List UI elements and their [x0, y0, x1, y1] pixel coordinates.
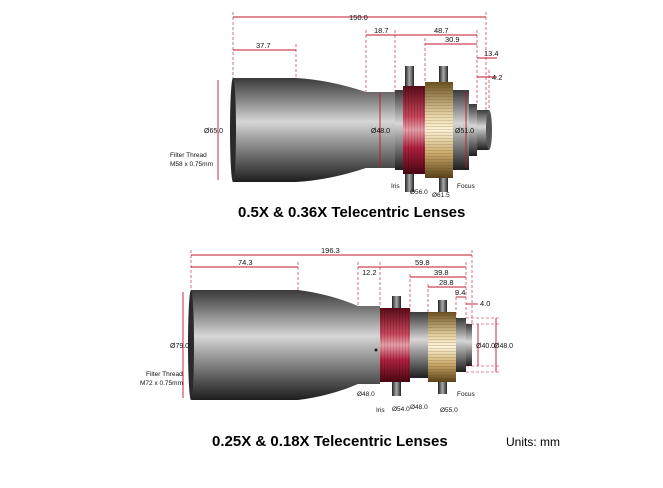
lens1-rear-thread: [477, 110, 489, 150]
lens2-rear-mount: [466, 324, 472, 366]
lens1-focus-label: Focus: [457, 183, 475, 190]
lens2-focus-knob-top: [438, 300, 447, 312]
lens2-dia-body: Ø48.0: [357, 391, 375, 398]
lens2-front-rim: [188, 290, 194, 400]
units-label: Units: mm: [506, 435, 560, 449]
lens2-dim-4-0: 4.0: [480, 299, 490, 308]
lens1-dim-4-2: 4.2: [492, 73, 502, 82]
lens2-dim-9-4: 9.4: [455, 288, 465, 297]
lens2-dimensions: [182, 250, 500, 398]
lens1-dim-13-4: 13.4: [484, 49, 499, 58]
lens1-dia-iris: Ø56.0: [410, 189, 428, 196]
lens1-front-rim: [230, 78, 236, 182]
lens2-front-barrel: [191, 290, 380, 400]
lens1-iris-knob-bottom: [405, 174, 414, 192]
lens1-dim-overall: 150.0: [349, 13, 368, 22]
lens1-focus-knob-bottom: [439, 178, 448, 192]
lens1-iris-knob-top: [405, 66, 414, 86]
lens1-filter-thread-spec: M58 x 0.75mm: [170, 161, 213, 168]
lens1-dim-texts: 150.0 37.7 18.7 48.7 30.9 13.4 4.2 Ø65.0…: [170, 13, 502, 199]
lens2-rear-body: [456, 318, 466, 372]
lens2-dia-mid: Ø48.0: [410, 404, 428, 411]
lens1-dia-focus: Ø61.5: [432, 192, 450, 199]
lens1-dia-rear: Ø51.0: [455, 128, 474, 135]
lens1-focus-knob-top: [439, 66, 448, 82]
lens2-title: 0.25X & 0.18X Telecentric Lenses: [212, 433, 448, 450]
lens1-title: 0.5X & 0.36X Telecentric Lenses: [238, 204, 465, 221]
lens1-dia-front: Ø65.0: [204, 128, 223, 135]
lens1-dim-front: 37.7: [256, 41, 271, 50]
lens2-mid-collar: [410, 312, 428, 378]
lens1-dimensions: [217, 12, 497, 180]
lens2-dim-texts: 196.3 74.3 12.2 59.8 39.8 28.8 9.4 4.0 Ø…: [140, 246, 513, 414]
lens2-focus-knob-bottom: [438, 382, 447, 394]
lens2-dim-59-8: 59.8: [415, 258, 430, 267]
lens1-dim-30-9: 30.9: [445, 35, 460, 44]
lens2-dim-front: 74.3: [238, 258, 253, 267]
lens2-dim-28-8: 28.8: [439, 278, 454, 287]
lens1-front-barrel: [233, 78, 395, 182]
lens1-drawing: 150.0 37.7 18.7 48.7 30.9 13.4 4.2 Ø65.0…: [170, 12, 502, 221]
lens2-dim-overall: 196.3: [321, 246, 340, 255]
lens2-filter-thread-label: Filter Thread: [146, 371, 183, 378]
lens2-iris-label: Iris: [376, 407, 385, 414]
lens2-dia-rear2: Ø48.0: [494, 343, 513, 350]
lens2-dia-iris: Ø54.0: [392, 406, 410, 413]
lens2-filter-thread-spec: M72 x 0.75mm: [140, 380, 183, 387]
lens1-rear-mount: [469, 104, 477, 156]
lens1-iris-label: Iris: [391, 183, 400, 190]
lens1-dim-18-7: 18.7: [374, 26, 389, 35]
lens2-dim-39-8: 39.8: [434, 268, 449, 277]
lens1-rear-body: [453, 90, 469, 170]
lens1-dim-48-7: 48.7: [434, 26, 449, 35]
lens1-filter-thread-label: Filter Thread: [170, 152, 207, 159]
lens2-focus-label: Focus: [457, 391, 475, 398]
lens1-dia-body: Ø48.0: [371, 128, 390, 135]
lens2-dia-rear1: Ø40.0: [476, 343, 495, 350]
lens1-collar: [395, 90, 403, 170]
lens2-dim-12-2: 12.2: [362, 268, 377, 277]
lens2-dia-focus: Ø55.0: [440, 407, 458, 414]
lens2-dia-front: Ø79.0: [170, 343, 189, 350]
lens2-iris-knob-top: [392, 296, 401, 308]
lens2-drawing: 196.3 74.3 12.2 59.8 39.8 28.8 9.4 4.0 Ø…: [140, 246, 560, 450]
lens2-iris-knob-bottom: [392, 382, 401, 396]
